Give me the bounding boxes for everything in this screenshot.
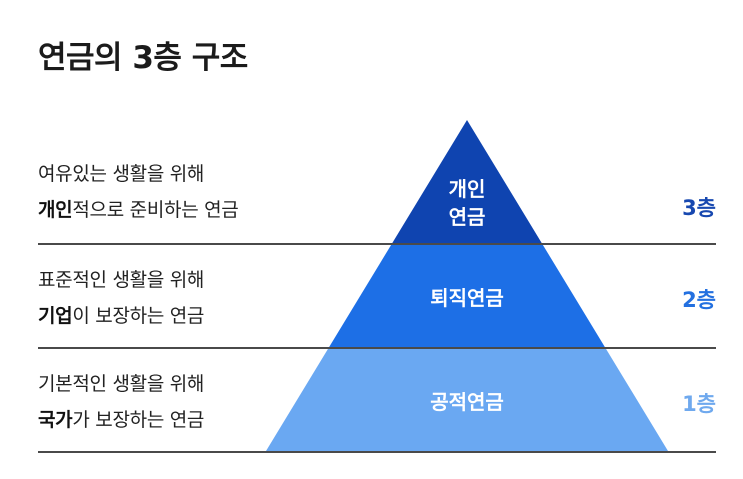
tier1-pyramid-label: 공적연금 (430, 390, 504, 414)
tier3-desc-line1: 여유있는 생활을 위해 (38, 163, 205, 185)
tier2-desc-line2: 기업이 보장하는 연금 (38, 298, 204, 334)
tier3-pyramid-label-line2: 연금 (448, 205, 486, 229)
pyramid-segment-personal (391, 120, 543, 244)
page-title: 연금의 3층 구조 (38, 40, 248, 76)
tier2-description: 표준적인 생활을 위해 기업이 보장하는 연금 (38, 262, 204, 334)
tier3-pyramid-label: 개인 연금 (449, 175, 486, 231)
tier3-level-label: 3층 (682, 196, 716, 220)
tier2-desc-line1: 표준적인 생활을 위해 (38, 269, 205, 291)
tier1-level-label: 1층 (682, 392, 716, 416)
tier2-desc-bold: 기업 (38, 305, 73, 327)
divider-top (38, 243, 716, 245)
tier1-desc-line1: 기본적인 생활을 위해 (38, 373, 205, 395)
tier1-desc-rest: 가 보장하는 연금 (72, 409, 205, 431)
divider-bottom (38, 451, 716, 453)
pyramid-segment-public (266, 348, 668, 451)
pyramid-segment-retirement (328, 244, 606, 348)
tier3-desc-bold: 개인 (38, 199, 73, 221)
tier1-desc-bold: 국가 (38, 409, 73, 431)
tier1-desc-line2: 국가가 보장하는 연금 (38, 402, 204, 438)
tier2-level-label: 2층 (682, 288, 716, 312)
tier2-desc-rest: 이 보장하는 연금 (72, 305, 205, 327)
tier3-description: 여유있는 생활을 위해 개인적으로 준비하는 연금 (38, 156, 239, 228)
tier3-pyramid-label-line1: 개인 (448, 177, 486, 201)
divider-middle (38, 347, 716, 349)
tier3-desc-line2: 개인적으로 준비하는 연금 (38, 192, 239, 228)
tier1-description: 기본적인 생활을 위해 국가가 보장하는 연금 (38, 366, 204, 438)
tier3-desc-rest: 적으로 준비하는 연금 (72, 199, 239, 221)
tier2-pyramid-label: 퇴직연금 (430, 286, 504, 310)
